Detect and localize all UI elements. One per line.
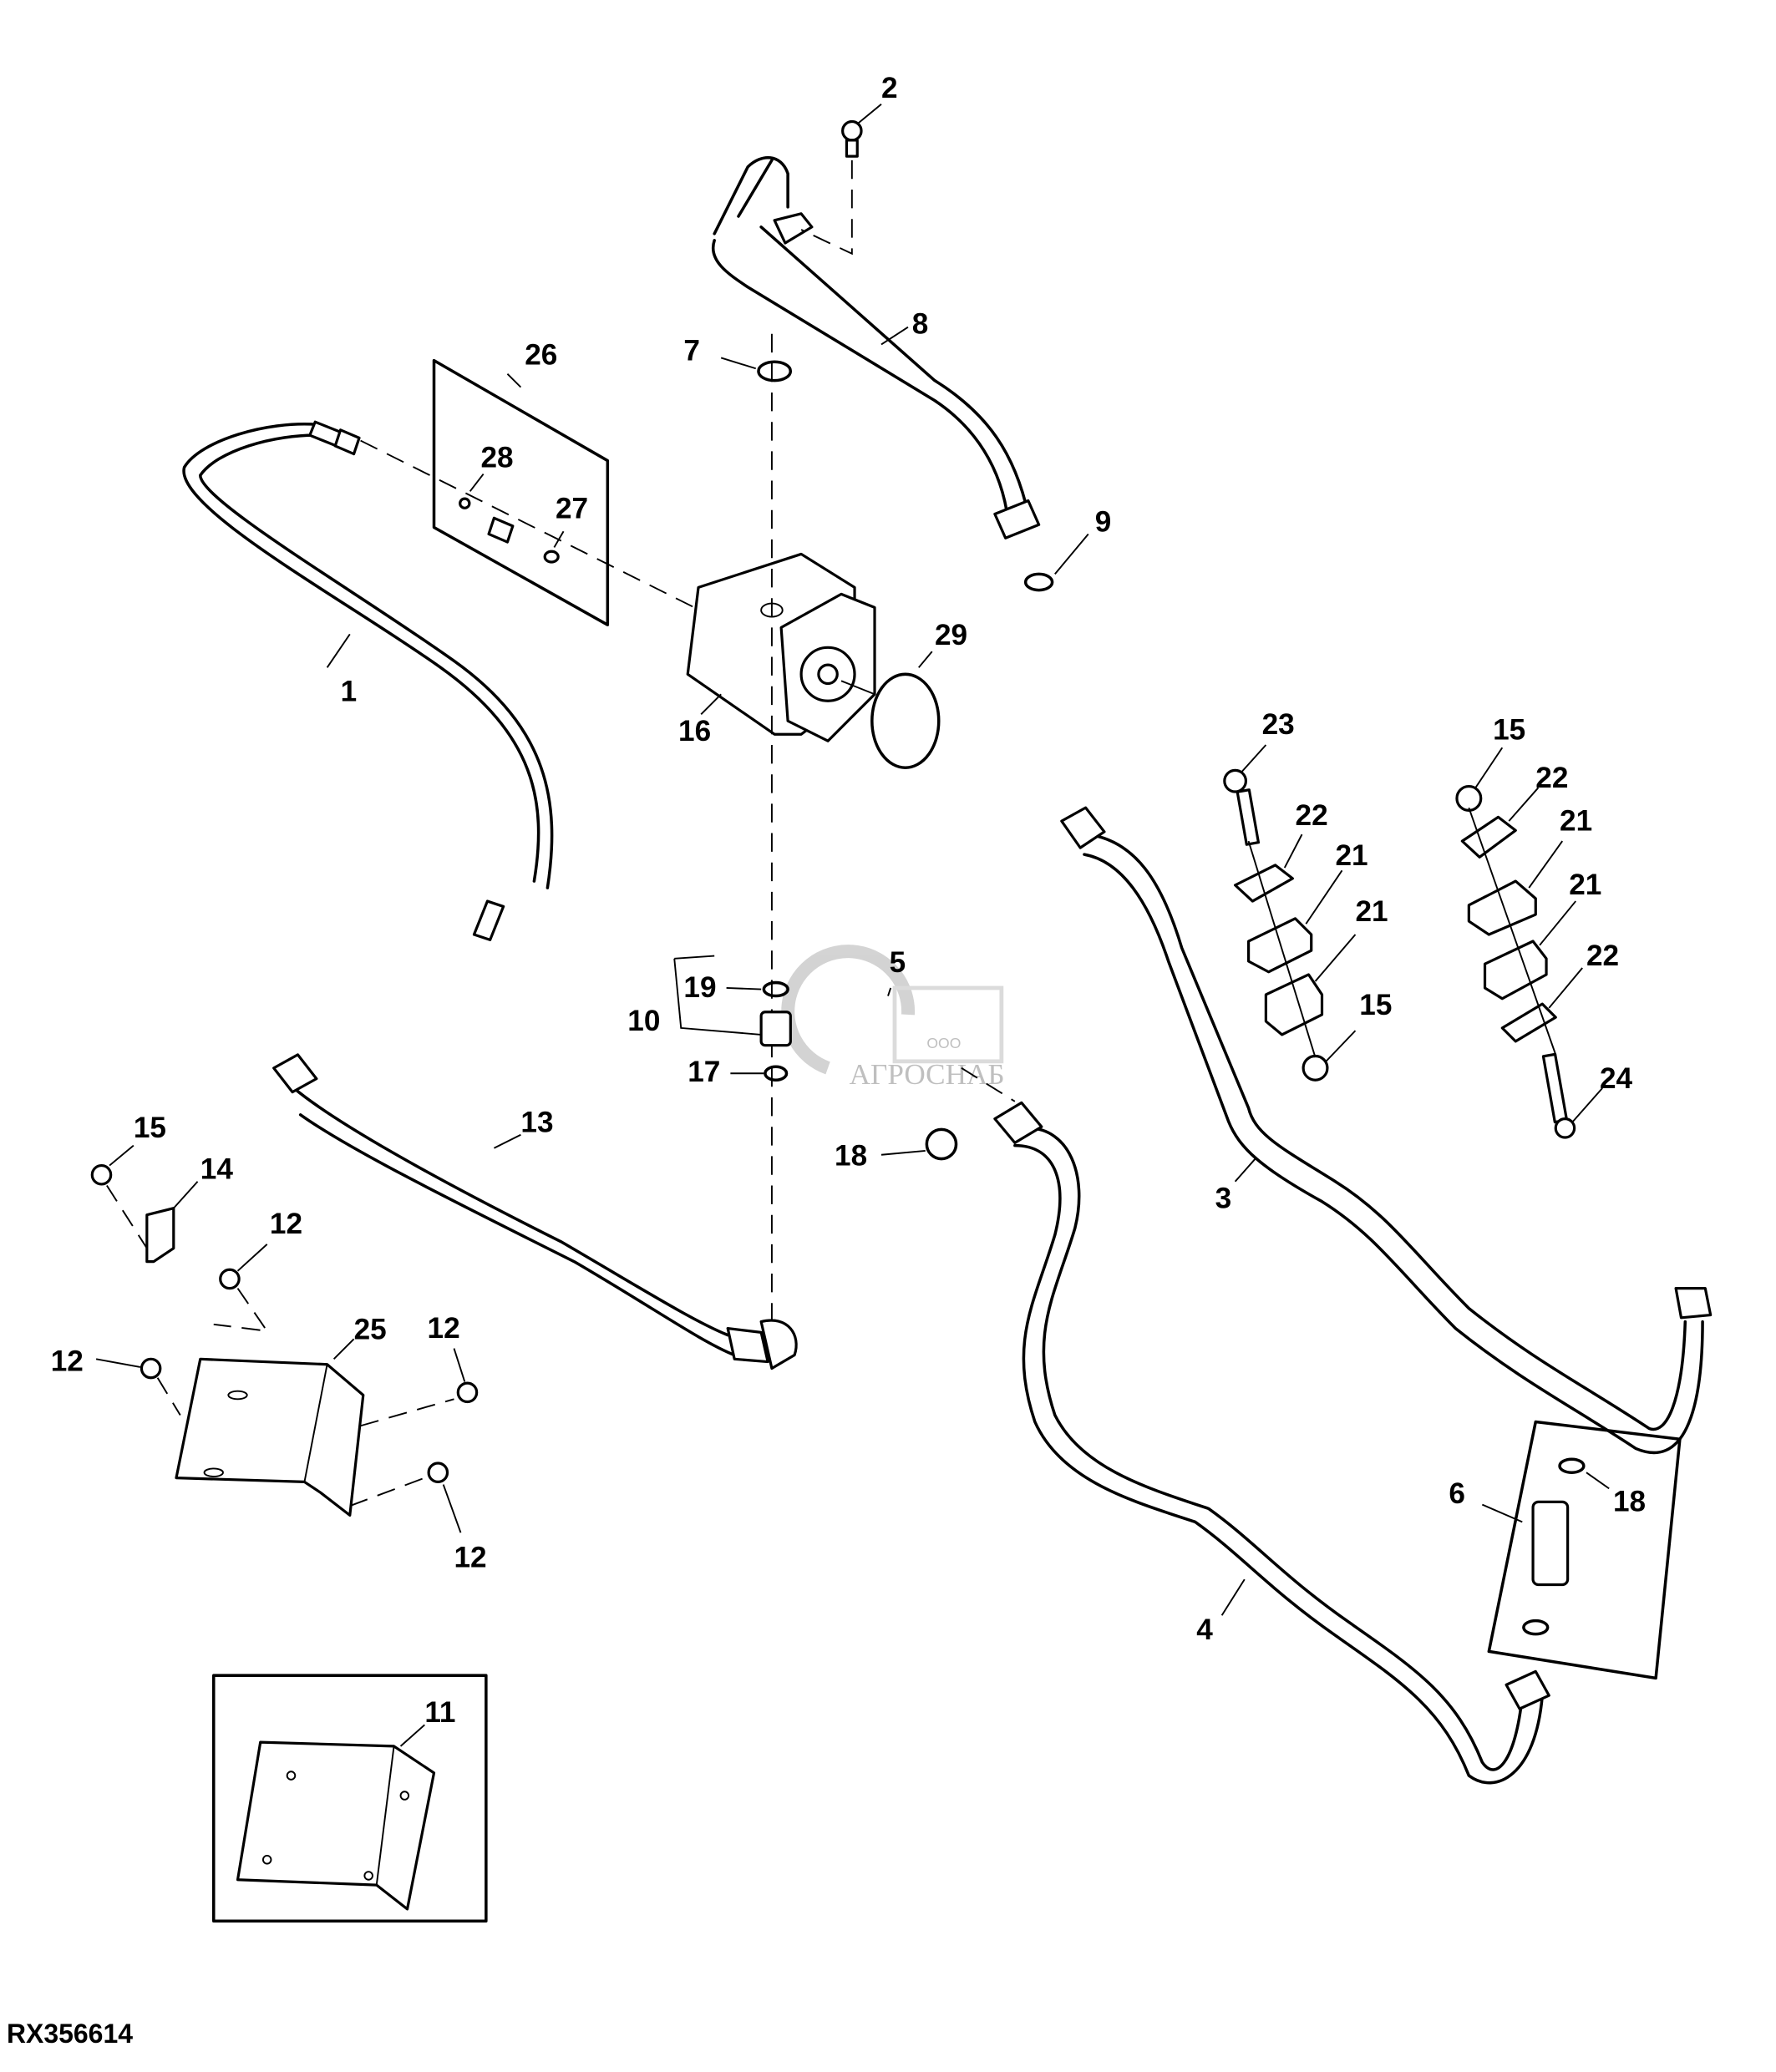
part-3-tube: 3: [1060, 806, 1713, 1455]
callout-10: 10: [627, 1005, 660, 1037]
callout-21c: 21: [1560, 804, 1592, 837]
callout-14: 14: [200, 1153, 234, 1186]
part-15-nut: [1302, 1054, 1329, 1082]
part-2-bolt: 2: [800, 72, 898, 256]
callout-27: 27: [556, 492, 588, 524]
callout-24: 24: [1600, 1062, 1633, 1095]
callout-15b: 15: [1359, 989, 1392, 1021]
part-12-screw-b: [140, 1357, 162, 1380]
part-1-hose: 1: [182, 420, 554, 942]
part-10-fitting: 19 10 17: [627, 955, 792, 1088]
callout-3: 3: [1215, 1183, 1232, 1215]
part-6-kit: 18 6: [1449, 1420, 1682, 1680]
part-13-hose: 13: [272, 1053, 798, 1370]
part-12-screw-a: [219, 1268, 241, 1290]
part-11-bracket-box: 11: [212, 1674, 488, 1923]
callout-16: 16: [678, 715, 711, 747]
part-16-hydraulic-pump: 16: [678, 552, 876, 747]
part-14-clip: [145, 1207, 175, 1264]
combine-harvester-icon: [892, 985, 1004, 1064]
part-7-o-ring: [757, 360, 793, 382]
clamp-group-right: 15 22 21 21 22 24: [1455, 714, 1633, 1139]
callout-9: 9: [1095, 505, 1112, 538]
part-17-o-ring: [764, 1065, 789, 1082]
part-26-kit: 26 28 27: [360, 338, 695, 626]
part-19-o-ring: [762, 980, 789, 998]
part-21-clamp-c: [1467, 879, 1537, 936]
callout-6: 6: [1449, 1477, 1465, 1510]
callout-22a: 22: [1296, 799, 1328, 832]
part-25-bracket: [175, 1357, 365, 1517]
callout-12c: 12: [428, 1312, 460, 1345]
part-18-o-ring: [925, 1127, 958, 1161]
part-12-screw-d: [427, 1462, 449, 1483]
watermark-text: АГРОСНАБ: [850, 1058, 1005, 1091]
callout-15c: 15: [1493, 714, 1525, 747]
part-22-plate-c: [1500, 1002, 1557, 1043]
watermark-prefix: ООО: [926, 1035, 961, 1051]
callout-23: 23: [1262, 708, 1295, 741]
part-23-bolt: [1223, 768, 1247, 793]
part-22-plate: [1234, 864, 1294, 903]
part-28-o-ring: [459, 497, 471, 509]
part-11-bracket: [236, 1740, 436, 1911]
callout-21b: 21: [1355, 895, 1388, 928]
part-4-tube: 4: [993, 1101, 1550, 1785]
part-22-plate-b: [1460, 815, 1517, 859]
part-15-nut-b: [1455, 784, 1483, 812]
callout-22b: 22: [1535, 762, 1568, 794]
callout-21a: 21: [1335, 839, 1368, 872]
callout-18: 18: [835, 1140, 867, 1173]
part-9-o-ring: [1023, 572, 1054, 592]
callout-17: 17: [688, 1056, 720, 1088]
callout-5: 5: [890, 946, 906, 979]
callout-1: 1: [341, 675, 358, 707]
bracket-group: 15 14 12 12 25 12 12: [51, 1112, 487, 1574]
part-21-clamp-half-b: [1264, 973, 1324, 1036]
callout-19: 19: [683, 971, 716, 1004]
part-12-screw-c: [456, 1381, 479, 1404]
callout-13: 13: [520, 1107, 553, 1139]
gear-icon: [781, 945, 916, 1075]
callout-21d: 21: [1569, 869, 1601, 901]
callout-15a: 15: [134, 1112, 166, 1144]
part-6-fitting: [1531, 1500, 1570, 1587]
clamp-group-left: 23 22 21 21 15: [1223, 708, 1392, 1082]
callout-12a: 12: [270, 1208, 302, 1240]
callout-12d: 12: [454, 1542, 486, 1574]
callout-4: 4: [1196, 1614, 1213, 1646]
part-8-tube: 8: [711, 155, 1041, 540]
callout-25: 25: [354, 1313, 387, 1345]
callout-2: 2: [881, 72, 898, 104]
watermark-logo: ООО АГРОСНАБ: [781, 945, 1005, 1091]
part-28-fitting: [487, 516, 515, 544]
callout-28: 28: [480, 442, 513, 474]
figure-id: RX356614: [7, 2019, 133, 2049]
callout-22c: 22: [1586, 940, 1619, 972]
callout-11: 11: [424, 1696, 455, 1729]
callout-26: 26: [525, 338, 557, 371]
part-18-o-ring-b: [1558, 1457, 1586, 1474]
part-15-nut-c: [90, 1163, 113, 1186]
part-29-o-ring: [870, 672, 941, 769]
callout-8: 8: [912, 308, 929, 341]
part-24-bolt: [1541, 1052, 1569, 1124]
callout-29: 29: [935, 619, 967, 651]
callout-12b: 12: [51, 1345, 84, 1378]
callout-7: 7: [683, 335, 700, 367]
part-27-o-ring: [543, 550, 560, 564]
callout-18b: 18: [1613, 1486, 1646, 1518]
part-21-clamp-d: [1483, 940, 1548, 1001]
